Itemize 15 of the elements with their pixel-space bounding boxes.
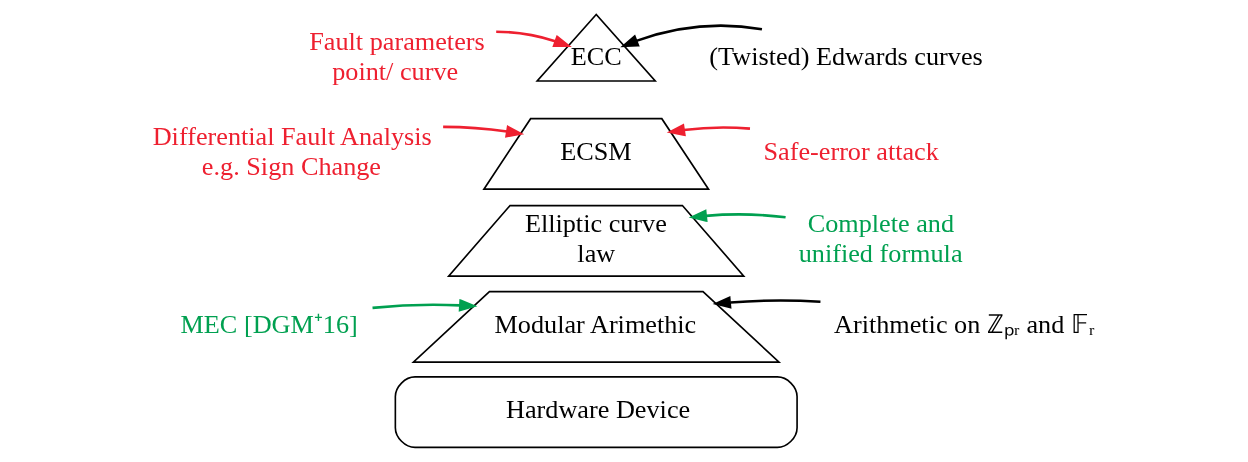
arrow — [495, 30, 572, 48]
node-text: Safe-error attack — [762, 137, 939, 167]
arrow — [442, 125, 524, 138]
arrow — [666, 123, 750, 137]
arrow — [619, 24, 762, 48]
node-text: MEC [DGM⁺16] — [180, 310, 358, 340]
node-text: Differential Fault Analysis e.g. Sign Change — [152, 122, 432, 181]
node-text: Fault parameters point/ curve — [308, 27, 485, 86]
arrow — [712, 296, 821, 309]
node-box: Hardware Device — [394, 376, 798, 449]
arrow — [371, 298, 477, 312]
node-text: (Twisted) Edwards curves — [708, 42, 983, 72]
arrow — [688, 209, 786, 223]
node-text: Complete and unified formula — [798, 209, 963, 268]
node-text: Arithmetic on ℤₚᵣ and 𝔽ᵣ — [833, 310, 1095, 340]
